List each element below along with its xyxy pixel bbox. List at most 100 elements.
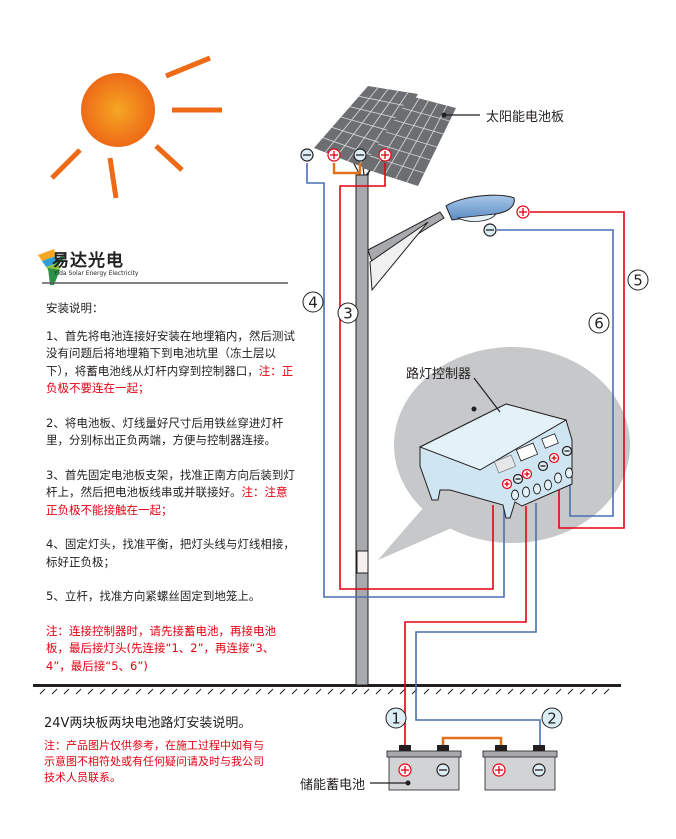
ground-hatch-mark [399,688,406,695]
wire-3-panel-positive [339,163,494,590]
ground-hatch-mark [339,688,346,695]
ground-hatch-mark [591,688,598,695]
ground-hatch-mark [363,688,370,695]
ground-hatch-mark [147,688,154,695]
svg-text:2: 2 [547,710,557,728]
wiring [306,163,625,752]
ground-hatch-mark [87,688,94,695]
ground-hatch-mark [123,688,130,695]
positive-terminal-icon [521,468,533,480]
solar-panel-label: 太阳能电池板 [486,110,565,125]
ground-hatch-mark [195,688,202,695]
ground-hatch-mark [351,688,358,695]
brand-subtitle: Yida Solar Energy Electricity [54,270,139,277]
ground-hatch-mark [543,688,550,695]
wire-6-lamp-negative [497,229,614,517]
ground-hatch-mark [243,688,250,695]
ground-hatch-mark [99,688,106,695]
wire-2-battery-negative [415,503,541,750]
ground-hatch-mark [435,688,442,695]
svg-text:3: 3 [343,305,353,323]
negative-terminal-icon [483,223,497,237]
positive-terminal-icon [501,478,513,490]
wire-4-panel-negative [306,163,505,598]
negative-terminal-icon [532,763,546,777]
panel-series-bridge [332,163,362,175]
negative-terminal-icon [436,763,450,777]
installation-instructions: 安装说明： 1、首先将电池连接好安装在地埋箱内，然后测试没有问题后将地埋箱下到电… [46,300,296,692]
wire-5-lamp-positive [530,211,625,529]
controller-terminal [511,489,519,501]
ground-hatch-mark [267,688,274,695]
positive-terminal-icon [516,205,530,219]
ground-hatch-mark [495,688,502,695]
street-lamp-head [445,194,515,222]
controller-terminal [522,486,530,498]
ground-hatch-mark [555,688,562,695]
wire-number-5: 5 [627,269,649,291]
ground-hatch-mark [303,688,310,695]
svg-text:6: 6 [594,315,604,333]
ground-hatch-mark [603,688,610,695]
instructions-heading: 安装说明： [46,301,104,315]
controller-terminal [554,472,562,484]
ground-hatch-mark [471,688,478,695]
positive-terminal-icon [492,763,506,777]
ground-hatch-mark [75,688,82,695]
ground-hatch-mark [231,688,238,695]
positive-terminal-icon [327,148,341,162]
wire-number-1: 1 [385,707,407,729]
instruction-step: 2、将电池板、灯线量好尺寸后用铁丝穿进灯杆里，分别标出正负两端，方便与控制器连接… [46,415,284,448]
positive-terminal-icon [548,452,560,464]
ground-hatch-mark [579,688,586,695]
ground-hatch-mark [423,688,430,695]
solar-panel-module [314,86,418,170]
instruction-step: 4、固定灯头，找准平衡，把灯头线与灯线相接，标好正负极； [46,537,295,569]
ground-hatch-mark [291,688,298,695]
positive-terminal-icon [378,148,392,162]
step-warning: 注：正负极不要连在一起； [46,363,294,396]
svg-text:4: 4 [308,294,318,312]
ground-hatch-mark [135,688,142,695]
ground-hatch-mark [375,688,382,695]
wire-1-battery-positive [404,506,527,750]
negative-terminal-icon [300,148,314,162]
ground-hatch-mark [207,688,214,695]
controller-terminal [565,467,573,479]
ground-hatch-mark [159,688,166,695]
wire-number-3: 3 [337,302,359,324]
ground-hatch-mark [459,688,466,695]
connection-order-note: 注：连接控制器时，请先接蓄电池，再接电池板，最后接灯头(先连接“1、2”，再连接… [46,623,276,673]
ground-hatch-mark [531,688,538,695]
battery-series-bridge [441,736,503,752]
instruction-step: 1、首先将电池连接好安装在地埋箱内，然后测试没有问题后将地埋箱下到电池坑里（冻土… [46,328,295,396]
pole-access-door [356,550,369,574]
ground-hatch-mark [219,688,226,695]
ground-hatch-mark [315,688,322,695]
ground-hatch-mark [567,688,574,695]
ground-hatch-mark [327,688,334,695]
footer-title: 24V两块板两块电池路灯安装说明。 [44,716,252,731]
ground-hatch-mark [183,688,190,695]
svg-text:5: 5 [633,272,643,290]
negative-terminal-icon [561,445,573,457]
controller-label: 路灯控制器 [406,367,472,382]
ground-hatch-mark [171,688,178,695]
svg-text:1: 1 [391,710,401,728]
ground-hatch-mark [111,688,118,695]
brand-name: 易达光电 [52,251,124,271]
negative-terminal-icon [512,473,524,485]
negative-terminal-icon [353,148,367,162]
brand-logo-icon [38,249,66,285]
ground-hatch-mark [507,688,514,695]
instruction-step: 3、首先固定电池板支架，找准正南方向后装到灯杆上，然后把电池板线串或并联接好。注… [46,467,295,517]
negative-terminal-icon [537,460,549,472]
ground-hatch-mark [387,688,394,695]
controller-terminal [533,483,541,495]
footer-disclaimer: 注：产品图片仅供参考，在施工过程中如有与示意图不相符处或有任何疑问请及时与我公司… [44,739,264,784]
controller-terminal [544,479,552,491]
wire-number-2: 2 [541,707,563,729]
ground-hatch-mark [63,688,70,695]
positive-terminal-icon [398,763,412,777]
ground-hatch-mark [51,688,58,695]
